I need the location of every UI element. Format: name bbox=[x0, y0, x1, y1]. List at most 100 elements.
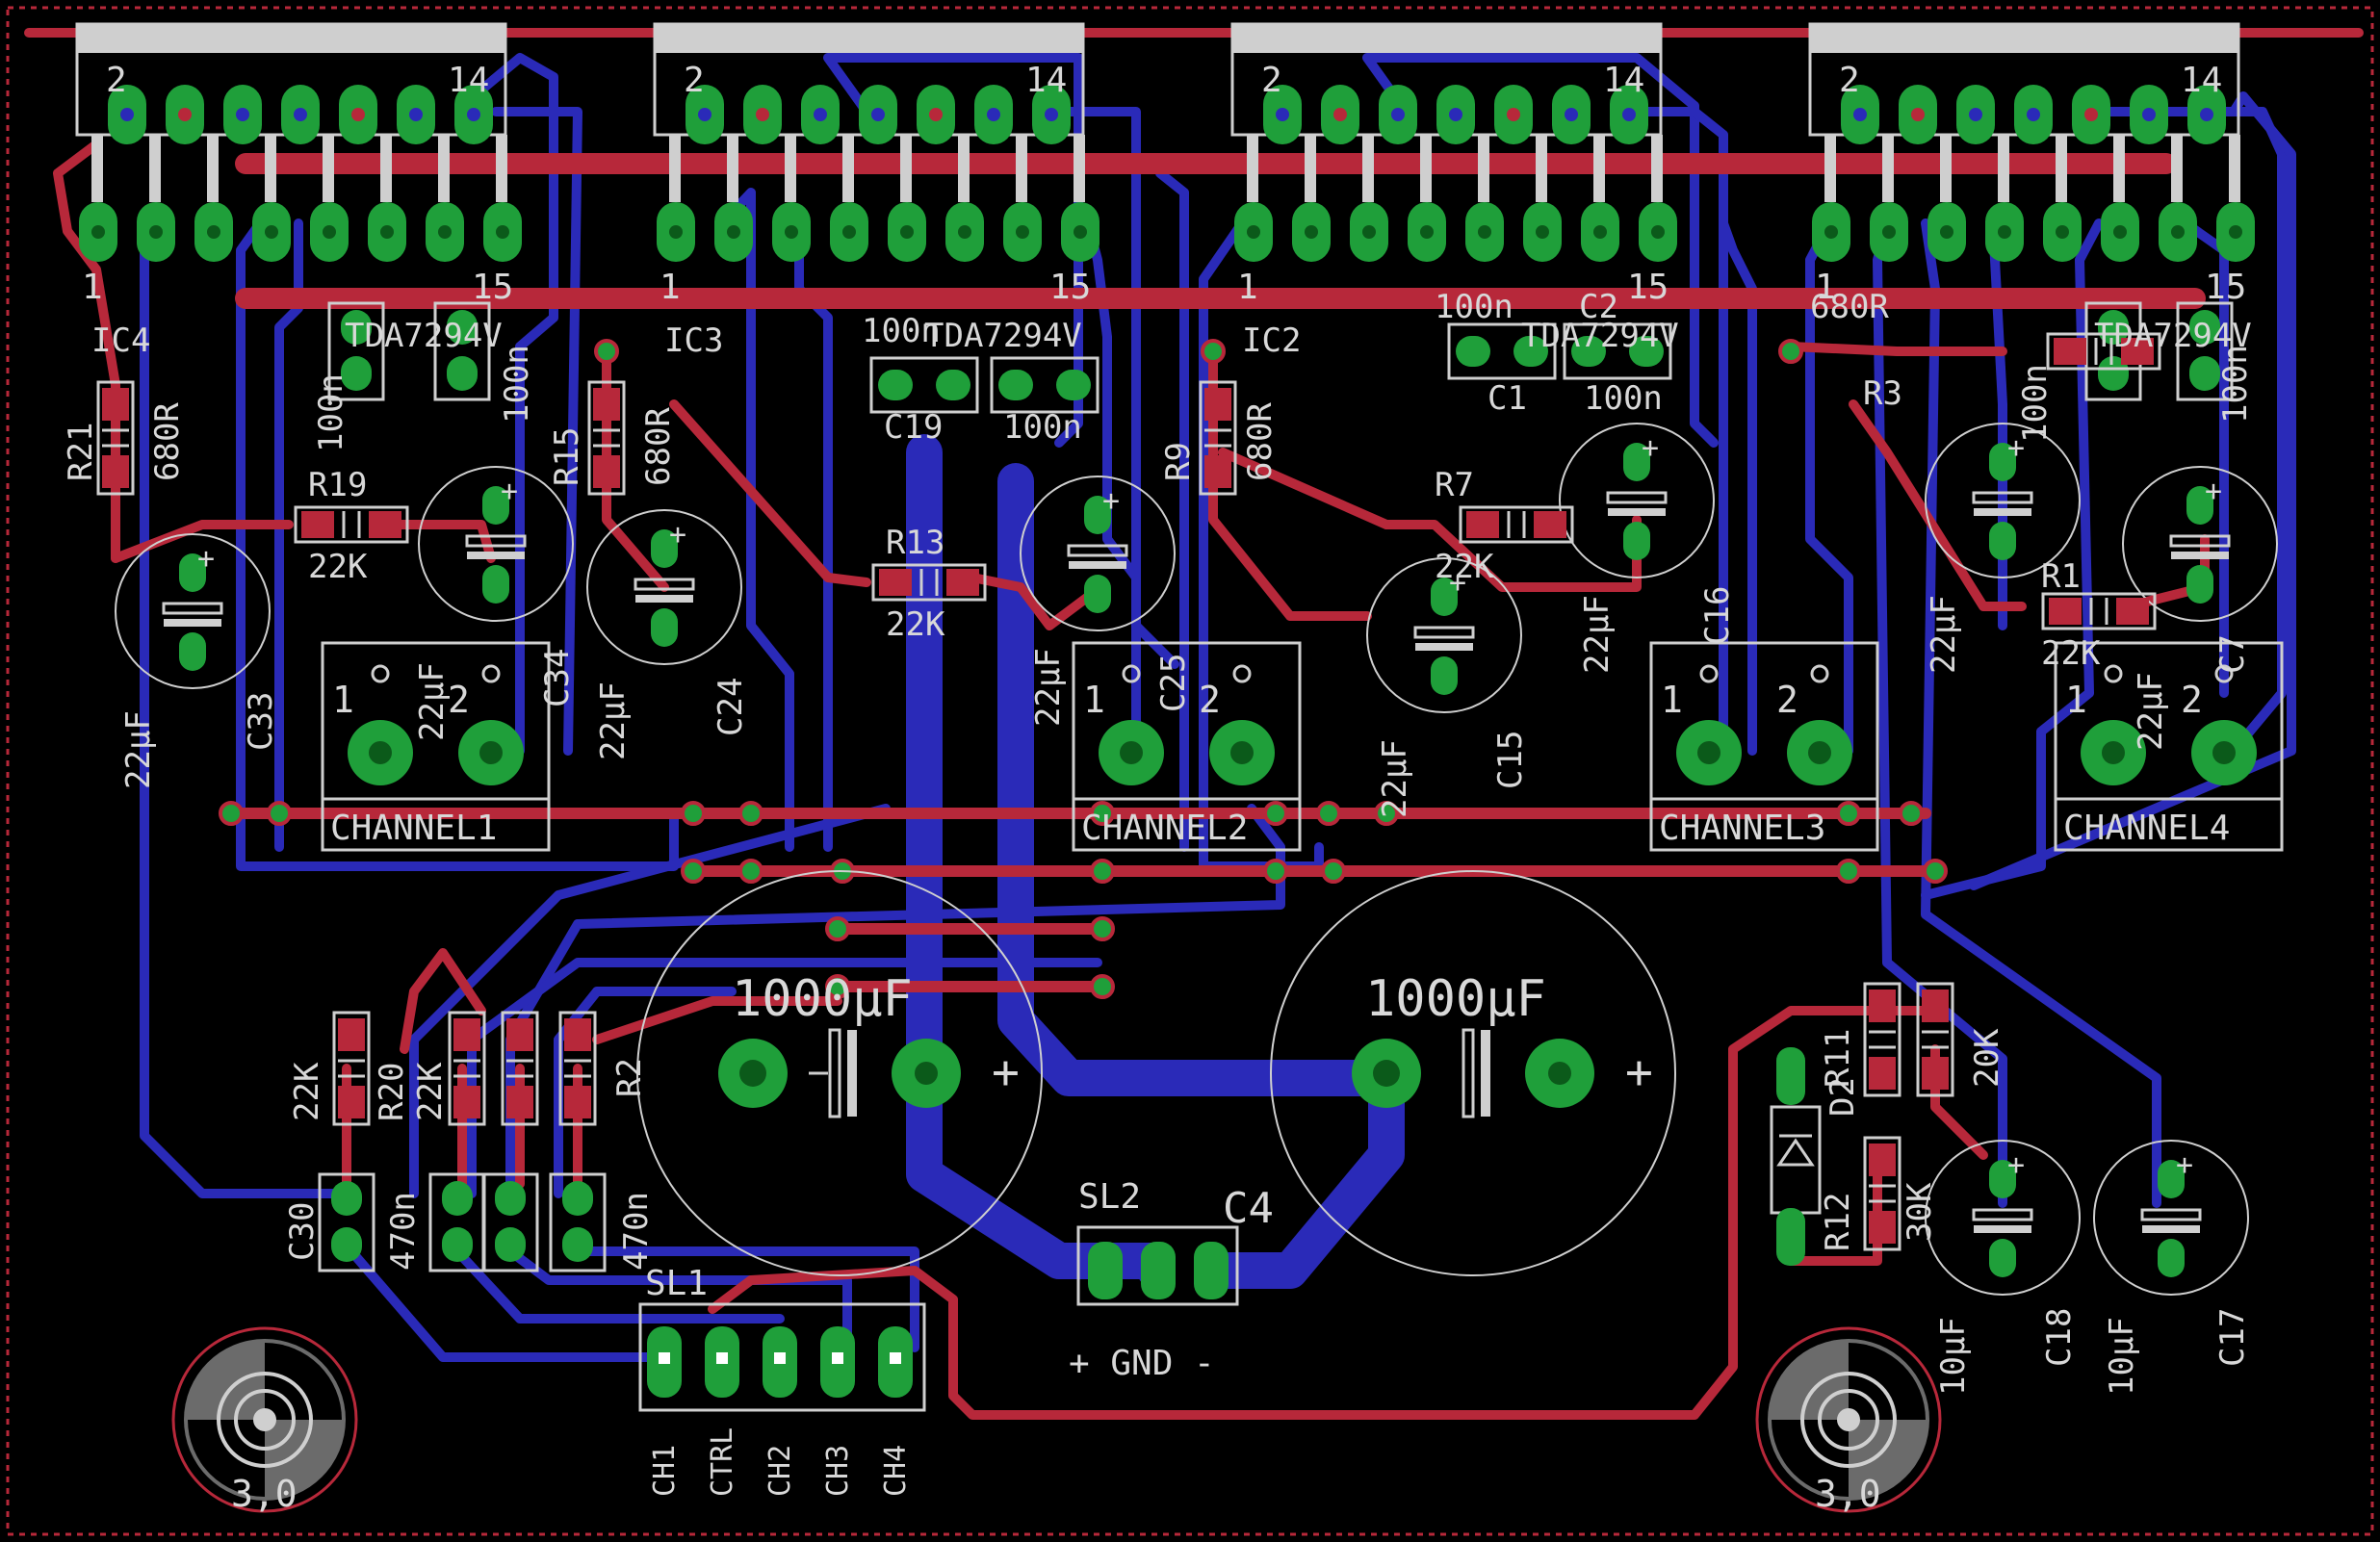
c17-label: C17 bbox=[2213, 1308, 2252, 1367]
r13-value: 22K bbox=[886, 605, 945, 644]
resistor bbox=[448, 1011, 486, 1126]
ic-pin-label: 14 bbox=[1025, 61, 1067, 100]
svg-text:+: + bbox=[1102, 484, 1120, 518]
terminal-pin-label: 1 bbox=[2065, 679, 2087, 721]
ic-pin-label: 14 bbox=[448, 61, 489, 100]
terminal-pin-label: 2 bbox=[2181, 679, 2203, 721]
sl2-connector: SL2 C4 + GND - bbox=[1069, 1177, 1274, 1383]
resistor bbox=[1863, 982, 1901, 1097]
ic-pin-label: 2 bbox=[1839, 61, 1860, 100]
svg-text:+: + bbox=[2205, 475, 2222, 508]
cap22-e: 22µF bbox=[1376, 739, 1414, 818]
film-cap bbox=[2176, 301, 2234, 401]
svg-text:+: + bbox=[501, 475, 518, 508]
mount-hole-left: 3,0 bbox=[171, 1326, 358, 1515]
ic3-label: IC3 bbox=[664, 321, 723, 360]
c-100n-ic1b: 100n bbox=[2216, 345, 2255, 424]
c30-label: C30 bbox=[283, 1202, 322, 1261]
film-cap bbox=[1447, 322, 1557, 380]
terminal-pin-label: 1 bbox=[332, 679, 354, 721]
big-cap-right: + 1000µF bbox=[1270, 870, 1676, 1276]
cap22-a: 22µF bbox=[119, 710, 158, 789]
cap10-a: 10µF bbox=[1934, 1317, 1973, 1396]
via bbox=[1090, 801, 1115, 826]
c33-label: C33 bbox=[242, 692, 280, 751]
resistor bbox=[1459, 505, 1574, 544]
c4-label: C4 bbox=[1223, 1184, 1274, 1233]
terminal-pin-label: 1 bbox=[1083, 679, 1105, 721]
r15-label: R15 bbox=[548, 427, 586, 486]
via bbox=[1090, 859, 1115, 884]
ic-pin-label: 2 bbox=[684, 61, 705, 100]
d2-label: D2 bbox=[1824, 1077, 1862, 1117]
resistor bbox=[871, 563, 987, 602]
r1-label: R1 bbox=[2041, 557, 2081, 596]
r19-label: R19 bbox=[308, 466, 367, 504]
c2-label: C2 bbox=[1579, 288, 1618, 326]
sl2-label: SL2 bbox=[1078, 1177, 1141, 1217]
ic-pin-label: 14 bbox=[1603, 61, 1644, 100]
svg-text:+: + bbox=[669, 518, 686, 552]
r15-value: 680R bbox=[639, 407, 678, 486]
via bbox=[1836, 801, 1861, 826]
c19-value: 100n bbox=[862, 312, 941, 350]
sl1-pin-label: CH3 bbox=[821, 1445, 855, 1497]
film-cap bbox=[990, 356, 1099, 414]
cap22-g: 22µF bbox=[1925, 595, 1963, 674]
electrolytic-cap: + bbox=[2093, 1140, 2249, 1296]
c-100n-ic1a: 100n bbox=[2016, 364, 2055, 443]
r3-value: 680R bbox=[1810, 288, 1889, 326]
film-cap bbox=[869, 356, 979, 414]
film-cap bbox=[433, 301, 491, 401]
via bbox=[1316, 801, 1341, 826]
via bbox=[1374, 801, 1399, 826]
r20-value: 22K bbox=[288, 1062, 326, 1121]
c34-label: C34 bbox=[538, 649, 577, 707]
c-100n-ic4a: 100n bbox=[312, 373, 350, 452]
resistor bbox=[501, 1011, 539, 1126]
svg-text:+: + bbox=[992, 1045, 1020, 1099]
cap22-h: 22µF bbox=[2132, 672, 2170, 751]
c20-value: 100n bbox=[1003, 408, 1082, 447]
electrolytic-cap: + bbox=[2122, 466, 2278, 622]
electrolytic-cap: + bbox=[115, 533, 271, 689]
electrolytic-cap: + bbox=[418, 466, 574, 622]
cap-group: ++++++++++ bbox=[115, 301, 2278, 1296]
film-cap bbox=[481, 1172, 539, 1272]
ic-pin-label: 15 bbox=[1049, 268, 1091, 307]
terminal-pin-label: 2 bbox=[1776, 679, 1798, 721]
ic-pin-label: 14 bbox=[2181, 61, 2222, 100]
via bbox=[267, 801, 292, 826]
big-cap-right-label: 1000µF bbox=[1365, 970, 1546, 1028]
tda-ic3: TDA7294V bbox=[924, 317, 1082, 355]
r7-value: 22K bbox=[1435, 548, 1494, 586]
ic-pin-label: 15 bbox=[1627, 268, 1669, 307]
resistor bbox=[1863, 1136, 1901, 1251]
electrolytic-cap: + bbox=[1020, 475, 1176, 631]
via bbox=[1090, 974, 1115, 999]
tda-ic4: TDA7294V bbox=[345, 317, 503, 355]
via bbox=[1836, 859, 1861, 884]
hole-right-label: 3,0 bbox=[1815, 1473, 1881, 1515]
r9-value: 680R bbox=[1241, 402, 1280, 481]
r11-label: R11 bbox=[1819, 1029, 1857, 1088]
electrolytic-cap: + bbox=[586, 509, 742, 665]
r7-label: R7 bbox=[1435, 466, 1474, 504]
c2-value: 100n bbox=[1584, 379, 1663, 418]
via bbox=[825, 974, 850, 999]
ic-pin-label: 2 bbox=[1261, 61, 1282, 100]
r2-label: R2 bbox=[610, 1058, 649, 1097]
svg-text:+: + bbox=[2007, 1148, 2025, 1182]
electrolytic-cap: + bbox=[1366, 557, 1522, 713]
resistor bbox=[1199, 380, 1237, 496]
r21-label: R21 bbox=[62, 423, 100, 481]
resistor bbox=[294, 505, 409, 544]
